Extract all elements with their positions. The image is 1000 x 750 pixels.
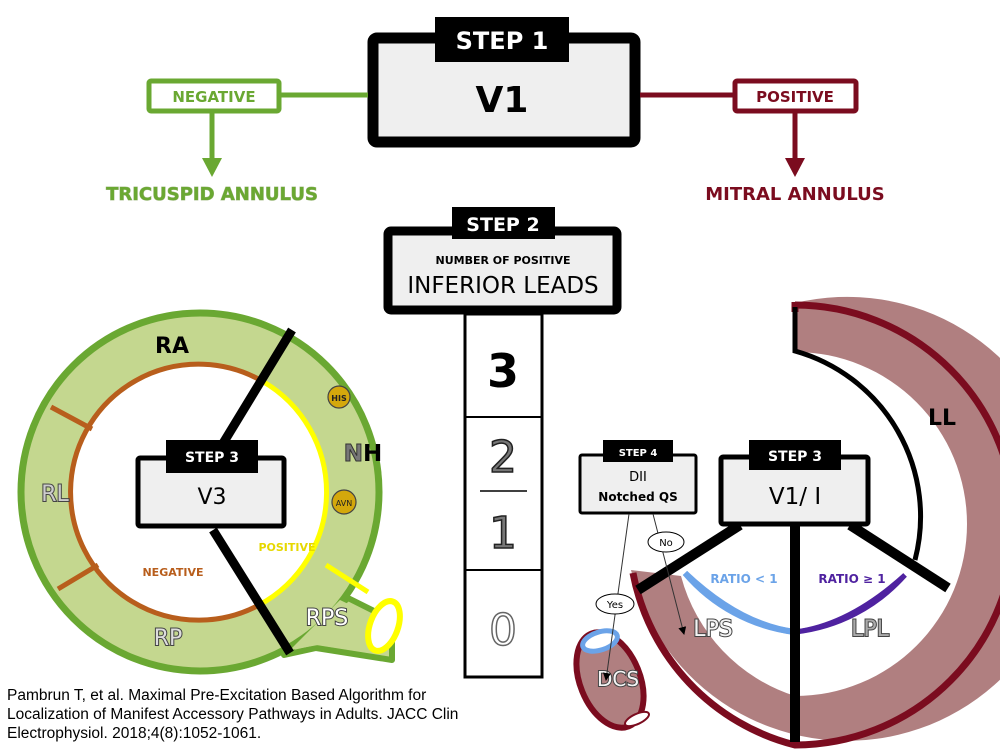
mitral-annulus-label: MITRAL ANNULUS <box>705 184 885 205</box>
tricuspid-annulus-label: TRICUSPID ANNULUS <box>106 184 318 205</box>
step2-title: INFERIOR LEADS <box>407 273 598 299</box>
count-1: 1 <box>489 508 517 559</box>
citation: Pambrun T, et al. Maximal Pre-Excitation… <box>7 687 459 742</box>
positive-label: POSITIVE <box>756 88 834 106</box>
arrow-down-icon <box>785 158 805 177</box>
step3-v3-box: STEP 3 V3 <box>135 440 287 529</box>
dcs-sinus: DCS <box>573 628 650 731</box>
region-rps: RPS <box>306 606 349 631</box>
step4-tag: STEP 4 <box>619 448 658 459</box>
region-lpl: LPL <box>851 617 890 642</box>
region-dcs: DCS <box>597 667 639 691</box>
avn-label: AVN <box>336 499 352 508</box>
region-nh-h: H <box>363 441 382 467</box>
region-rl: RL <box>41 482 69 507</box>
step1-box: STEP 1 V1 <box>367 17 641 148</box>
count-2: 2 <box>489 432 517 483</box>
no-label: No <box>659 538 673 549</box>
rps-ostium <box>365 598 403 654</box>
step4-line1: DII <box>629 470 647 485</box>
yes-bubble: Yes <box>595 593 635 615</box>
negative-arc <box>68 361 264 623</box>
step2-box: STEP 2 NUMBER OF POSITIVE INFERIOR LEADS <box>383 207 622 315</box>
negative-branch: NEGATIVE TRICUSPID ANNULUS <box>106 78 368 205</box>
step3-mitral-lead: V1/ I <box>769 484 821 510</box>
yes-label: Yes <box>606 600 623 611</box>
step1-lead: V1 <box>476 80 529 121</box>
step4-line2: Notched QS <box>598 490 677 504</box>
his-node: HIS <box>327 385 351 409</box>
step3-tag: STEP 3 <box>185 450 239 466</box>
count-0: 0 <box>489 605 517 656</box>
region-ll: LL <box>928 406 956 431</box>
inferior-leads-column: 3 2 1 0 <box>463 312 544 679</box>
no-bubble: No <box>647 531 685 553</box>
his-label: HIS <box>331 394 347 403</box>
step1-tag: STEP 1 <box>456 27 549 55</box>
region-lps: LPS <box>693 617 733 642</box>
step3-v1i-box: STEP 3 V1/ I <box>718 440 871 527</box>
ratio-lt-label: RATIO < 1 <box>710 572 777 586</box>
step4-box: STEP 4 DII Notched QS <box>578 440 698 515</box>
avn-node: AVN <box>331 489 357 515</box>
ratio-ge-label: RATIO ≥ 1 <box>818 572 885 586</box>
step2-tag: STEP 2 <box>466 214 539 236</box>
region-rp: RP <box>154 626 183 651</box>
positive-text: POSITIVE <box>258 541 315 554</box>
count-3: 3 <box>487 344 519 398</box>
negative-label: NEGATIVE <box>172 88 255 106</box>
mitral-ring <box>629 301 1000 749</box>
region-ra: RA <box>155 334 189 359</box>
positive-branch: POSITIVE MITRAL ANNULUS <box>640 78 885 205</box>
region-nh-n: N <box>344 441 363 467</box>
mitral-annulus-diagram: LL LPS LPL RATIO < 1 RATIO ≥ 1 STEP 3 V1… <box>573 296 1000 749</box>
step3-lead: V3 <box>197 485 226 510</box>
tricuspid-annulus-diagram: RA RL RP RPS N H HIS AVN POSITIVE NEGATI… <box>17 309 403 675</box>
arrow-down-icon <box>202 158 222 177</box>
negative-text: NEGATIVE <box>142 566 203 579</box>
step2-subtitle: NUMBER OF POSITIVE <box>435 254 570 267</box>
positive-arc <box>257 378 330 608</box>
step3-mitral-tag: STEP 3 <box>768 449 822 465</box>
